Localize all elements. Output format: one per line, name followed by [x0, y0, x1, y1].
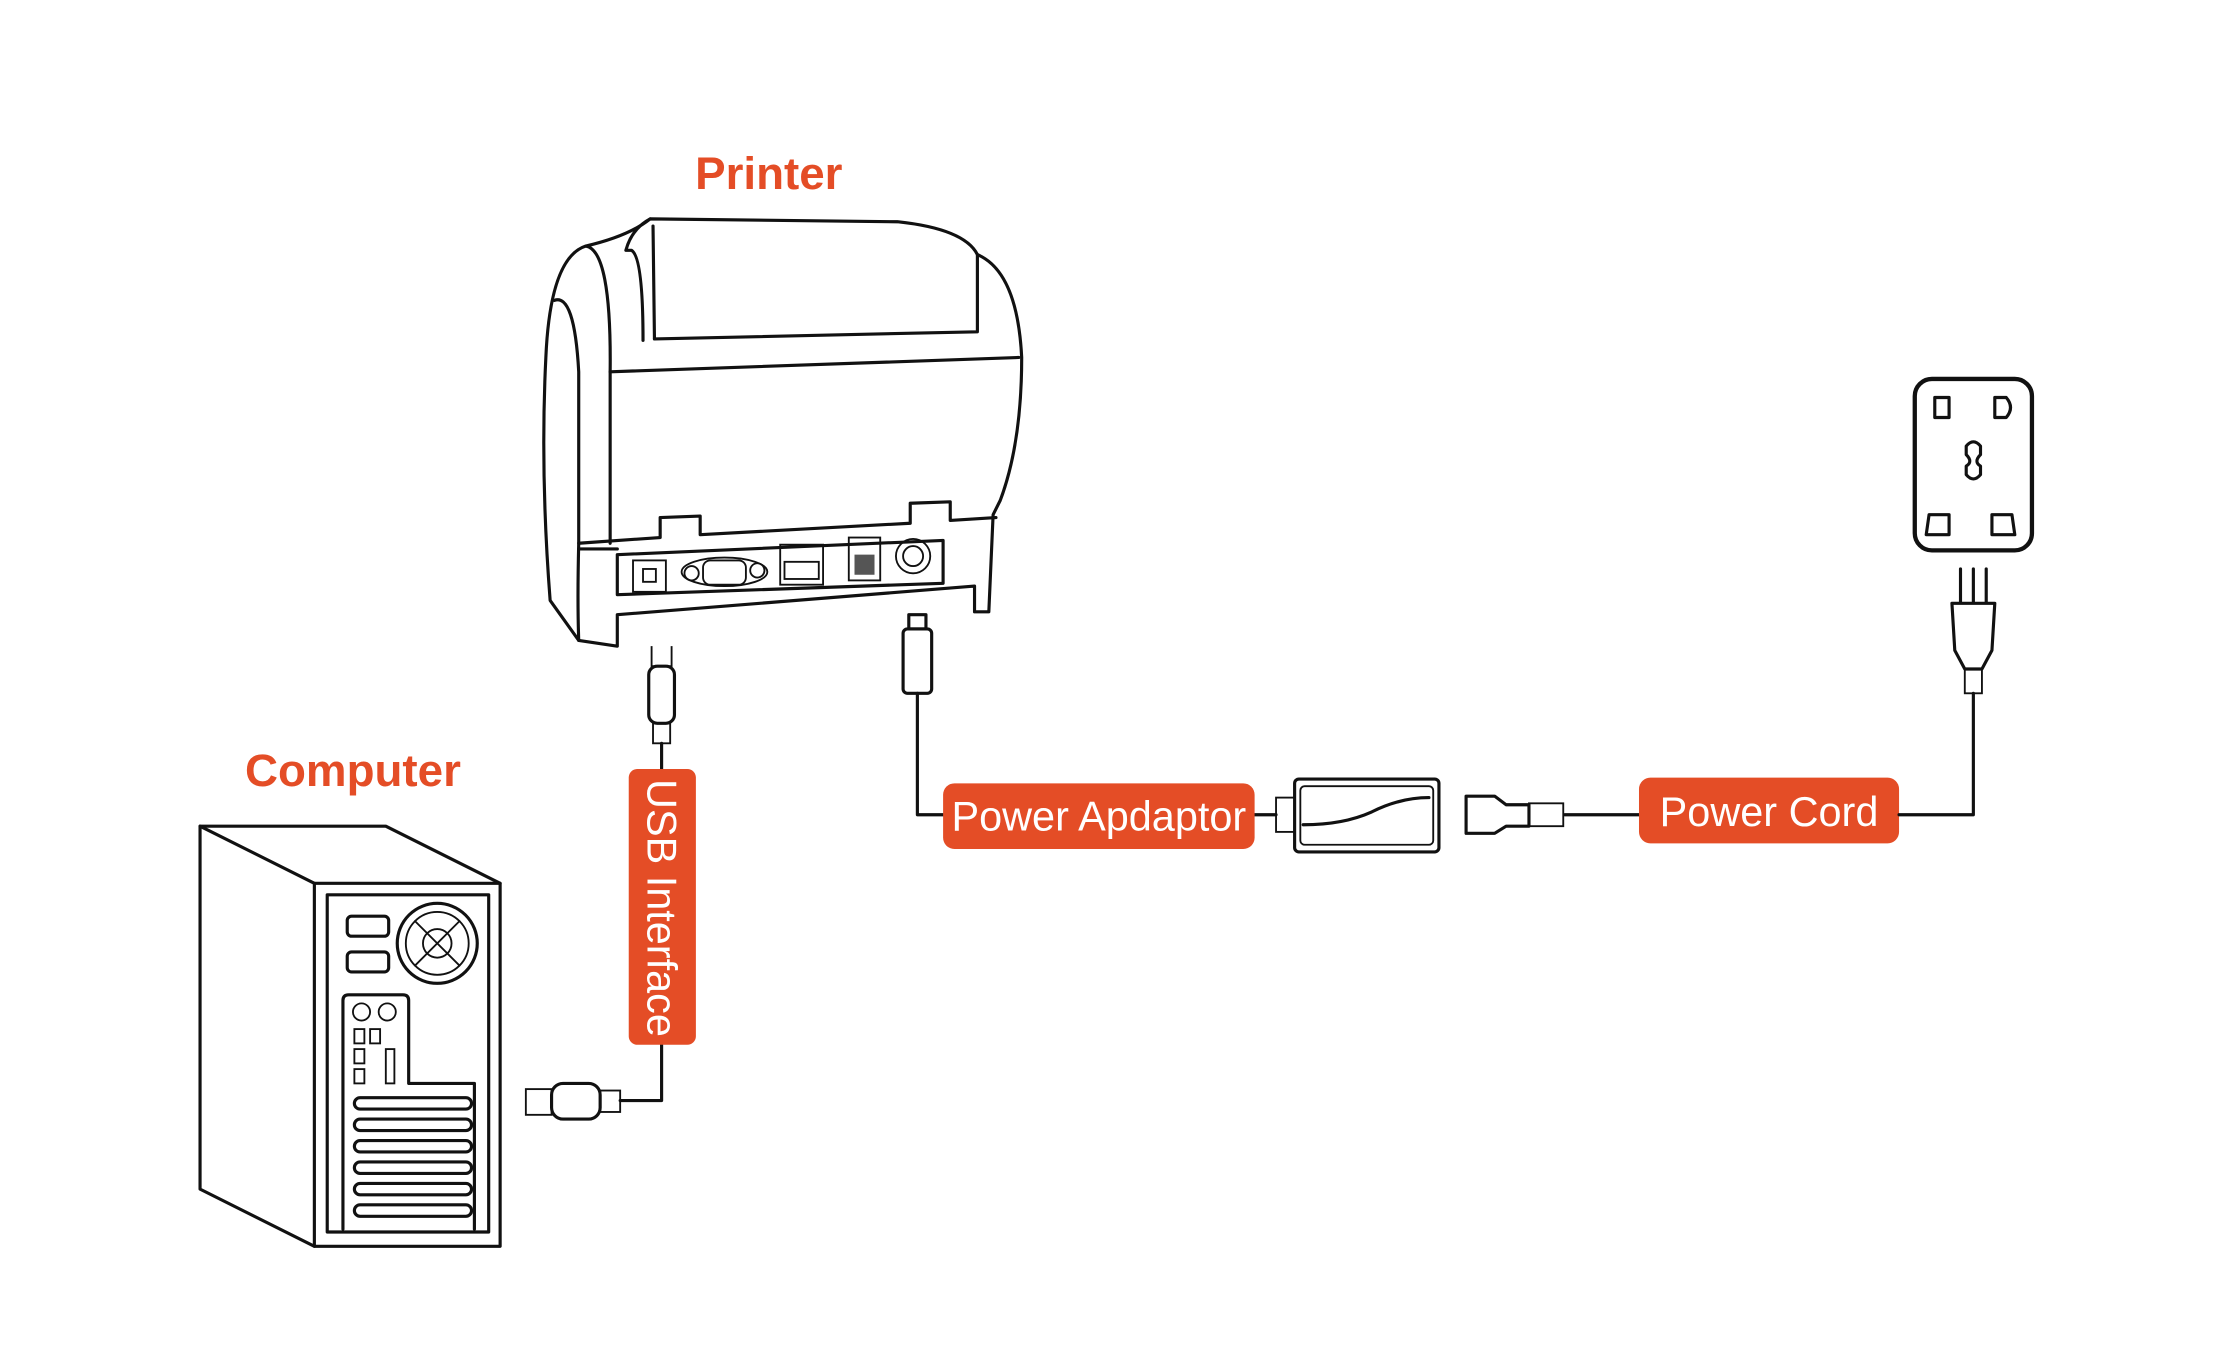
power-adaptor-cable [901, 613, 1641, 854]
usb-interface-label: USB Interface [628, 769, 696, 1045]
power-cord-label: Power Cord [1638, 777, 1900, 844]
printer-title: Printer [695, 148, 843, 199]
computer-title: Computer [245, 745, 461, 796]
computer-tower-icon [198, 824, 502, 1248]
power-adaptor-label: Power Apdaptor [943, 783, 1255, 850]
usb-cable [524, 646, 677, 1121]
wall-socket-icon [1912, 376, 2035, 553]
usb-interface-text: USB Interface [638, 779, 685, 1037]
power-cord-text: Power Cord [1660, 788, 1879, 835]
power-plug-icon [1897, 567, 1997, 817]
printer-icon [542, 217, 1024, 648]
power-adaptor-text: Power Apdaptor [951, 792, 1246, 839]
